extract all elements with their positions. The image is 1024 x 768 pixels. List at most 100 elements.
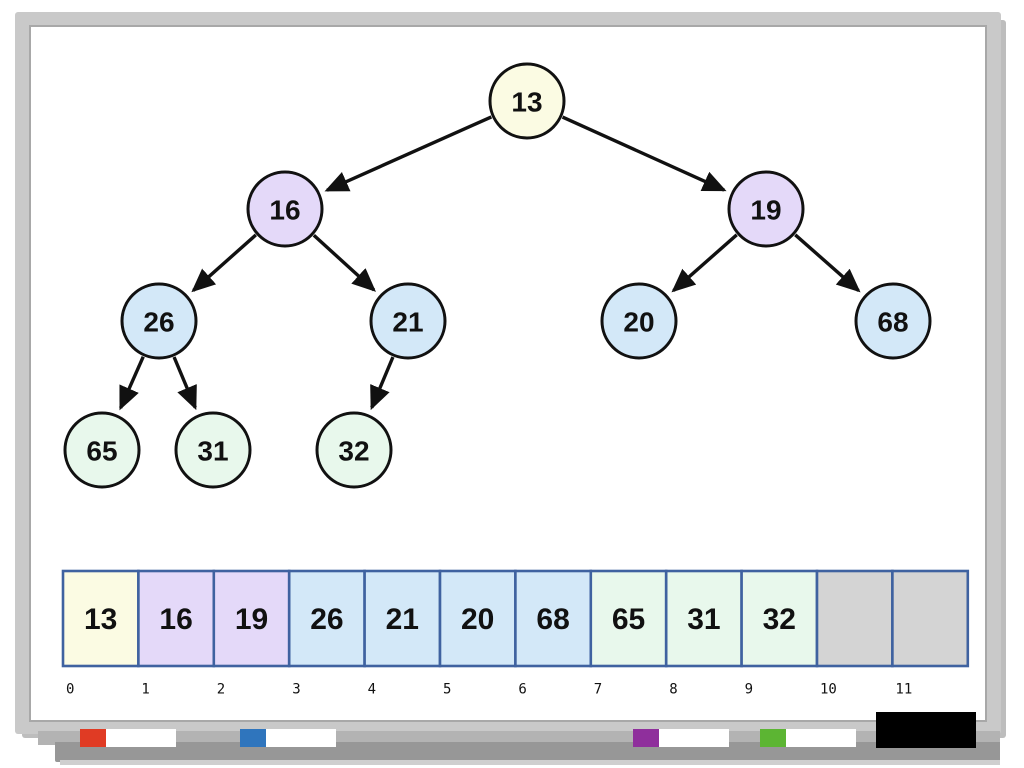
array-representation: 13 0 16 1 19 2 26 3 21 4 20 5 68 6 65 7 31 8 32 9 10 11 bbox=[61, 569, 970, 698]
array-cell-filled bbox=[438, 569, 517, 668]
tree-node[interactable]: 26 bbox=[120, 282, 198, 360]
tree-node[interactable]: 21 bbox=[369, 282, 447, 360]
array-cell-value: 13 bbox=[84, 603, 117, 636]
tree-node-circle bbox=[727, 170, 805, 248]
tree-node-label: 68 bbox=[877, 307, 908, 338]
marker-cap bbox=[240, 729, 266, 747]
tree-node-label: 21 bbox=[392, 307, 423, 338]
array-cell[interactable] bbox=[815, 569, 894, 668]
array-cell-empty bbox=[815, 569, 894, 668]
array-cell[interactable]: 16 bbox=[137, 569, 216, 668]
marker-barrel bbox=[266, 729, 336, 747]
array-index-label: 1 bbox=[141, 682, 149, 698]
array-index-label: 4 bbox=[368, 682, 376, 698]
array-cell[interactable]: 26 bbox=[287, 569, 366, 668]
tree-edge bbox=[312, 234, 376, 292]
array-index-label: 2 bbox=[217, 682, 225, 698]
array-index-label: 8 bbox=[669, 682, 677, 698]
tree-node-label: 20 bbox=[623, 307, 654, 338]
array-cell-filled bbox=[61, 569, 140, 668]
tree-edge bbox=[561, 115, 727, 192]
array-index-label: 0 bbox=[66, 682, 74, 698]
array-cell[interactable]: 20 bbox=[438, 569, 517, 668]
array-index-label: 11 bbox=[895, 682, 912, 698]
tree-node-label: 13 bbox=[511, 87, 542, 118]
tree-node-circle bbox=[120, 282, 198, 360]
array-cell-filled bbox=[589, 569, 668, 668]
array-cell[interactable]: 68 bbox=[514, 569, 593, 668]
array-cell-filled bbox=[212, 569, 291, 668]
tree-node[interactable]: 32 bbox=[315, 411, 393, 489]
array-index-label: 6 bbox=[518, 682, 526, 698]
array-cell-empty bbox=[891, 569, 970, 668]
tree-node[interactable]: 68 bbox=[854, 282, 932, 360]
tree-edge bbox=[370, 356, 395, 411]
tree-node-label: 19 bbox=[750, 195, 781, 226]
marker-tray bbox=[55, 742, 1000, 762]
tree-edge bbox=[172, 356, 197, 411]
array-cell-filled bbox=[137, 569, 216, 668]
tree-nodes: 13 16 19 26 21 20 68 65 31 32 bbox=[63, 62, 932, 489]
array-index-label: 9 bbox=[745, 682, 753, 698]
array-cell-value: 20 bbox=[461, 603, 494, 636]
tree-node[interactable]: 20 bbox=[600, 282, 678, 360]
array-cell[interactable] bbox=[891, 569, 970, 668]
tree-node[interactable]: 19 bbox=[727, 170, 805, 248]
array-cell-filled bbox=[664, 569, 743, 668]
tree-edge bbox=[191, 233, 257, 293]
marker-barrel bbox=[786, 729, 856, 747]
array-cell[interactable]: 19 bbox=[212, 569, 291, 668]
tree-node-circle bbox=[369, 282, 447, 360]
tree-node-circle bbox=[488, 62, 566, 140]
tree-node-circle bbox=[174, 411, 252, 489]
array-cell-value: 32 bbox=[763, 603, 796, 636]
array-cell-filled bbox=[740, 569, 819, 668]
tree-node-label: 32 bbox=[338, 436, 369, 467]
tree-node-circle bbox=[315, 411, 393, 489]
tree-node[interactable]: 31 bbox=[174, 411, 252, 489]
array-cell-value: 21 bbox=[386, 603, 419, 636]
tree-node[interactable]: 13 bbox=[488, 62, 566, 140]
array-cell-value: 31 bbox=[687, 603, 720, 636]
tree-edge bbox=[324, 115, 493, 192]
array-cell-filled bbox=[363, 569, 442, 668]
tree-node-circle bbox=[246, 170, 324, 248]
array-index-label: 5 bbox=[443, 682, 451, 698]
tree-node-label: 65 bbox=[86, 436, 117, 467]
array-cell[interactable]: 21 bbox=[363, 569, 442, 668]
tree-node-circle bbox=[854, 282, 932, 360]
tree-edge bbox=[794, 233, 861, 293]
marker-tray-shadow bbox=[60, 760, 1000, 765]
tree-node-circle bbox=[63, 411, 141, 489]
array-cell-filled bbox=[287, 569, 366, 668]
marker-cap bbox=[633, 729, 659, 747]
array-cell[interactable]: 65 bbox=[589, 569, 668, 668]
array-cell-value: 26 bbox=[310, 603, 343, 636]
array-cell-value: 68 bbox=[536, 603, 569, 636]
array-cell-filled bbox=[514, 569, 593, 668]
tree-edges bbox=[119, 115, 861, 411]
array-cell[interactable]: 32 bbox=[740, 569, 819, 668]
eraser[interactable] bbox=[876, 712, 976, 748]
marker-barrel bbox=[106, 729, 176, 747]
array-index-label: 10 bbox=[820, 682, 837, 698]
tree-node[interactable]: 16 bbox=[246, 170, 324, 248]
array-cell-value: 65 bbox=[612, 603, 645, 636]
tree-node-circle bbox=[600, 282, 678, 360]
marker-barrel bbox=[659, 729, 729, 747]
marker-cap bbox=[760, 729, 786, 747]
tree-edge bbox=[671, 233, 738, 293]
array-index-label: 3 bbox=[292, 682, 300, 698]
array-cell[interactable]: 31 bbox=[664, 569, 743, 668]
array-cell-value: 16 bbox=[159, 603, 192, 636]
tree-node[interactable]: 65 bbox=[63, 411, 141, 489]
tree-node-label: 31 bbox=[197, 436, 228, 467]
tree-edge bbox=[119, 355, 145, 411]
tree-node-label: 16 bbox=[269, 195, 300, 226]
array-cell[interactable]: 13 bbox=[61, 569, 140, 668]
array-cell-value: 19 bbox=[235, 603, 268, 636]
array-index-label: 7 bbox=[594, 682, 602, 698]
marker-cap bbox=[80, 729, 106, 747]
